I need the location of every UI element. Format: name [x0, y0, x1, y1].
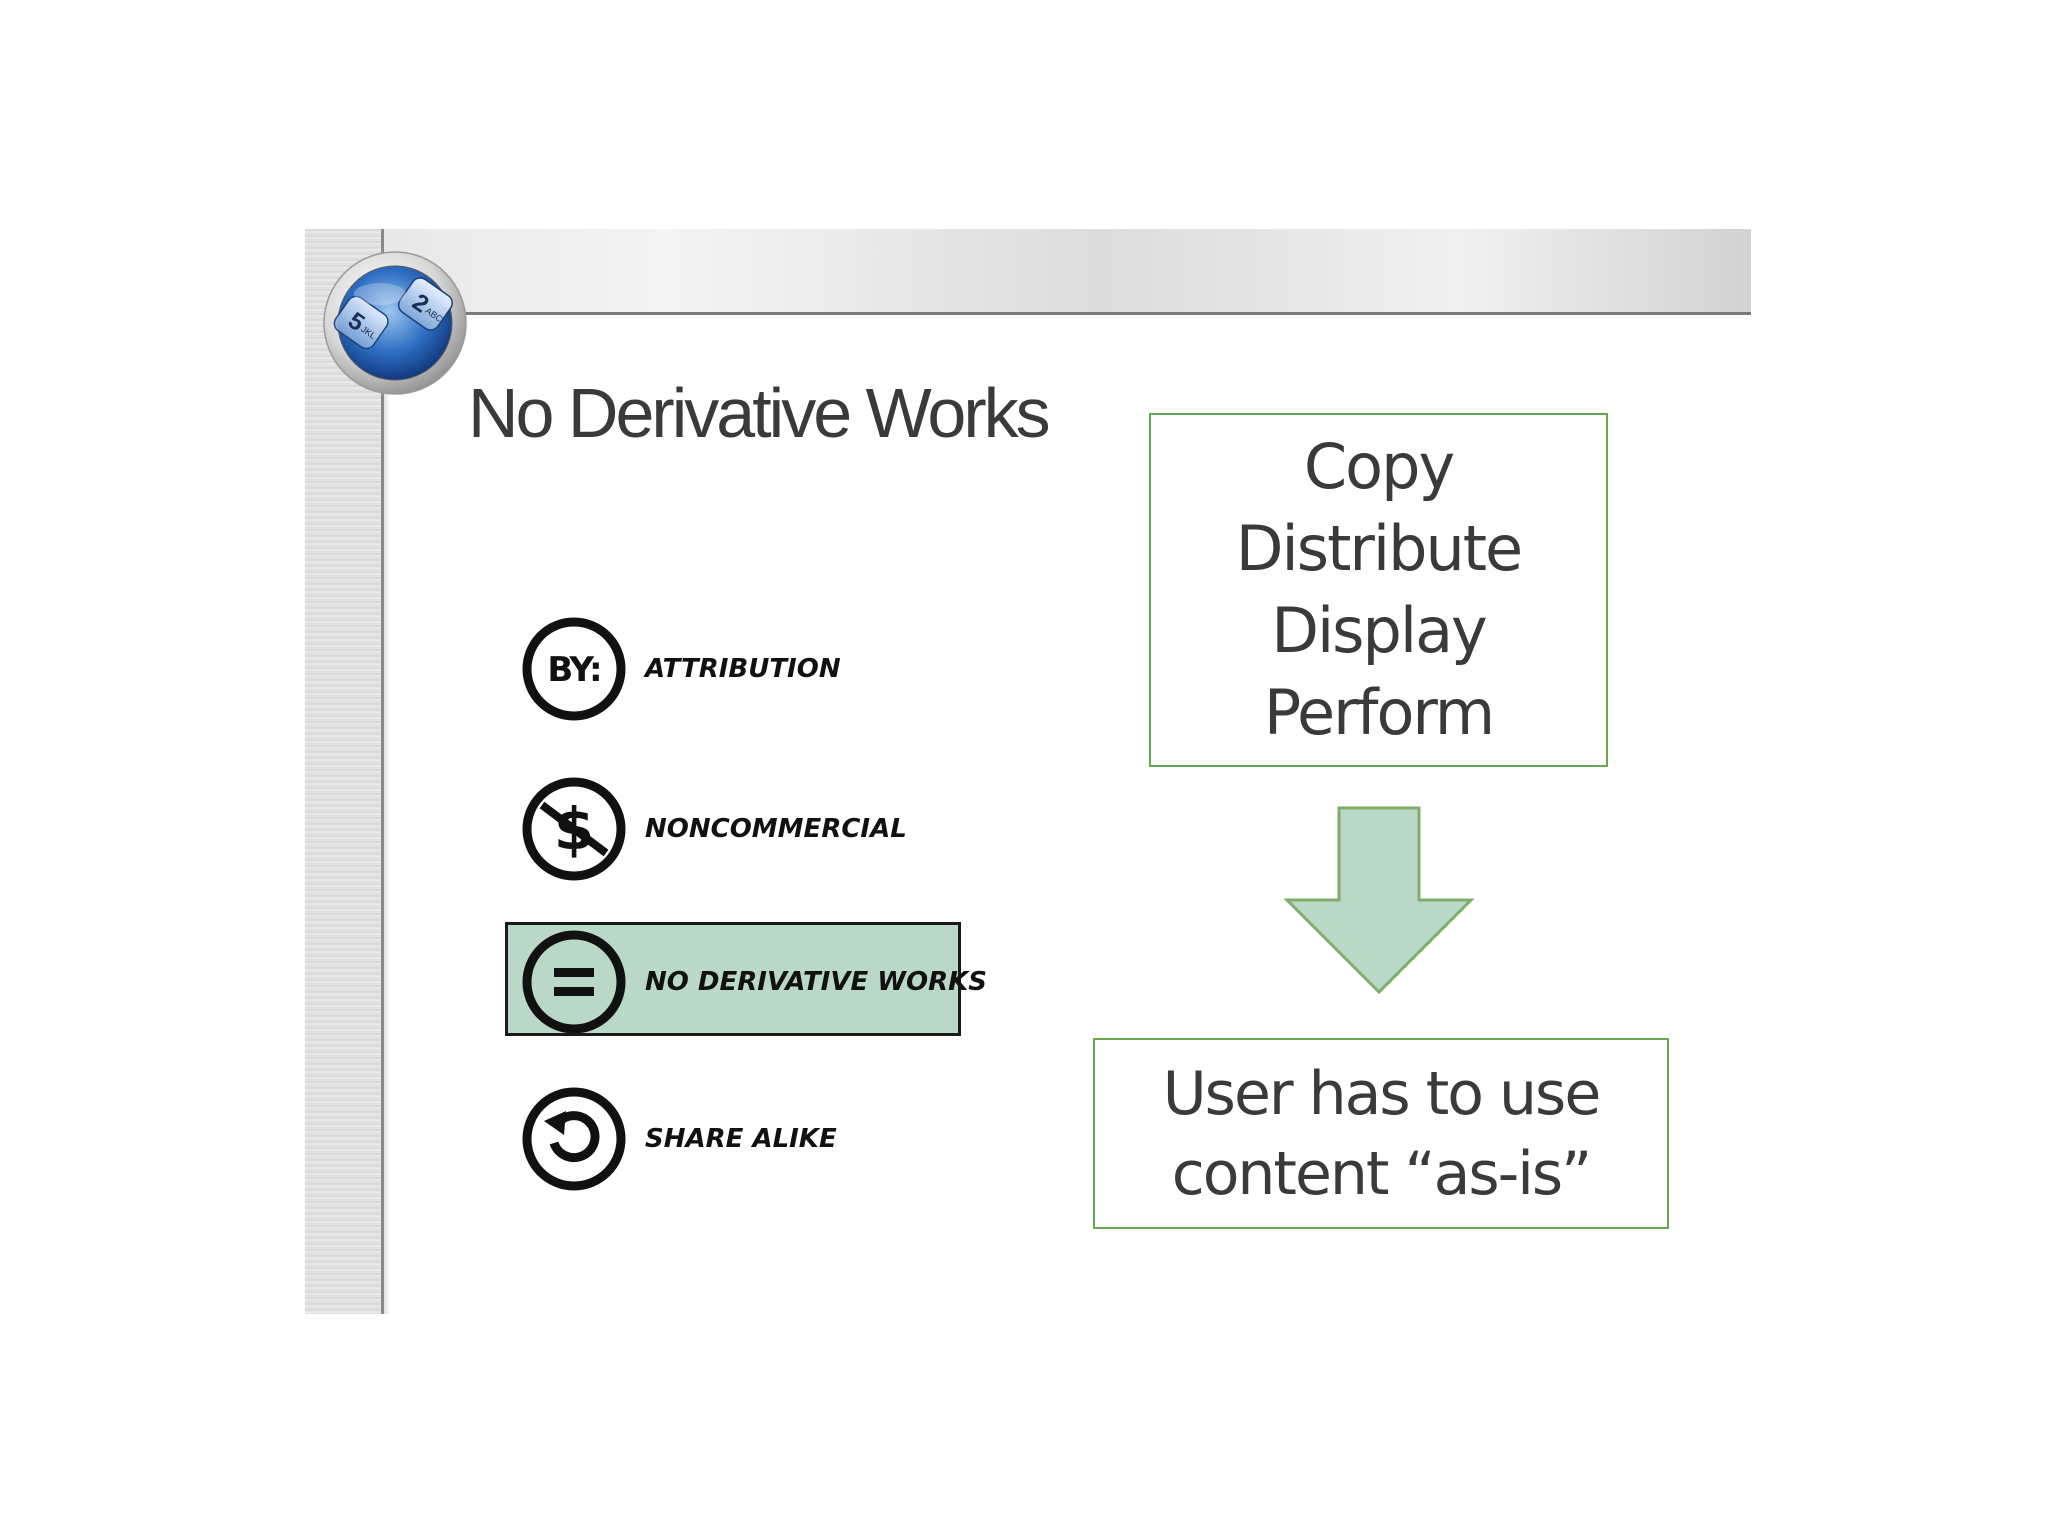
license-item-share-alike: SHARE ALIKE [520, 1085, 960, 1197]
no-derivatives-icon [522, 930, 626, 1034]
license-label-attribution: ATTRIBUTION [645, 654, 841, 684]
slide-title: No Derivative Works [468, 374, 1051, 452]
keypad-badge-icon: 2 ABC 5 JKL [323, 251, 467, 395]
slide-side-bar-shadow [384, 312, 390, 1314]
permitted-rights-box: Copy Distribute Display Perform [1149, 413, 1608, 767]
slide-header-bar [305, 229, 1751, 315]
license-item-attribution: BY: ATTRIBUTION [520, 615, 960, 727]
right-perform: Perform [1263, 676, 1495, 749]
result-line-1: User has to use [1162, 1058, 1601, 1129]
license-item-noncommercial: $ NONCOMMERCIAL [520, 775, 960, 887]
share-alike-icon [522, 1087, 626, 1191]
attribution-icon-text: BY: [547, 650, 600, 690]
result-box: User has to use content “as-is” [1093, 1038, 1669, 1229]
noncommercial-icon: $ [522, 777, 626, 881]
license-label-noncommercial: NONCOMMERCIAL [645, 814, 907, 844]
license-label-share-alike: SHARE ALIKE [645, 1124, 837, 1154]
result-line-2: content “as-is” [1171, 1138, 1593, 1209]
attribution-icon: BY: [522, 617, 626, 721]
right-copy: Copy [1303, 430, 1455, 503]
license-item-no-derivatives: NO DERIVATIVE WORKS [520, 928, 987, 1040]
right-display: Display [1271, 594, 1488, 667]
arrow-down-icon [1283, 806, 1475, 995]
license-label-no-derivatives: NO DERIVATIVE WORKS [645, 967, 987, 997]
right-distribute: Distribute [1235, 512, 1523, 585]
slide-side-bar [305, 229, 384, 1314]
